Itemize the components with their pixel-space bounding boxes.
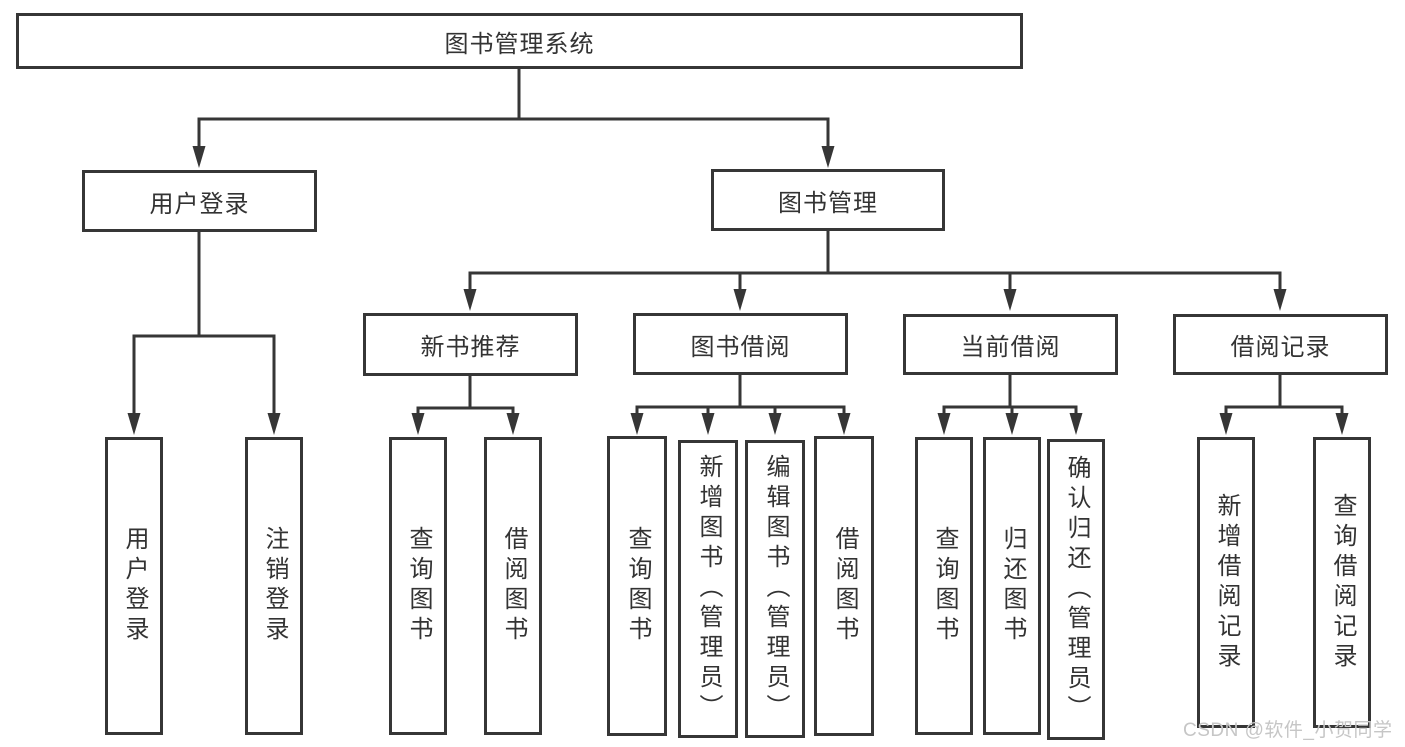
csdn-watermark: CSDN @软件_小贺同学: [1183, 720, 1393, 741]
leaf-br-add-record-label: 新增借阅记录: [1213, 492, 1240, 673]
leaf-nb-query-book-label: 查询图书: [405, 526, 432, 646]
node-current-borrow-label: 当前借阅: [960, 334, 1061, 361]
node-borrow-record-label: 借阅记录: [1230, 334, 1331, 361]
leaf-bb-edit-book: 编辑图书（管理员）: [745, 440, 805, 738]
leaf-bb-borrow-book-label: 借阅图书: [831, 526, 858, 646]
node-new-book-recommend: 新书推荐: [363, 313, 578, 376]
leaf-cb-query-book: 查询图书: [915, 437, 973, 735]
leaf-user-login: 用户登录: [105, 437, 163, 735]
leaf-user-login-label: 用户登录: [121, 526, 148, 646]
leaf-br-add-record: 新增借阅记录: [1197, 437, 1255, 728]
leaf-br-query-record: 查询借阅记录: [1313, 437, 1371, 728]
node-book-management: 图书管理: [711, 169, 945, 231]
node-new-book-recommend-label: 新书推荐: [420, 334, 521, 361]
leaf-nb-query-book: 查询图书: [389, 437, 447, 735]
leaf-bb-query-book: 查询图书: [607, 436, 667, 736]
leaf-logout: 注销登录: [245, 437, 303, 735]
leaf-cb-confirm-return: 确认归还（管理员）: [1047, 439, 1105, 740]
node-book-borrow: 图书借阅: [633, 313, 848, 375]
leaf-nb-borrow-book: 借阅图书: [484, 437, 542, 735]
node-root: 图书管理系统: [16, 13, 1023, 69]
leaf-cb-confirm-return-label: 确认归还（管理员）: [1063, 454, 1090, 725]
leaf-bb-add-book: 新增图书（管理员）: [678, 440, 738, 738]
leaf-bb-borrow-book: 借阅图书: [814, 436, 874, 736]
leaf-cb-return-book-label: 归还图书: [999, 526, 1026, 646]
leaf-br-query-record-label: 查询借阅记录: [1329, 492, 1356, 673]
leaf-logout-label: 注销登录: [261, 526, 288, 646]
leaf-bb-add-book-label: 新增图书（管理员）: [695, 454, 722, 724]
node-book-management-label: 图书管理: [778, 189, 878, 217]
node-user-login-label: 用户登录: [149, 190, 250, 218]
node-book-borrow-label: 图书借阅: [690, 333, 791, 361]
leaf-bb-edit-book-label: 编辑图书（管理员）: [762, 454, 789, 724]
node-borrow-record: 借阅记录: [1173, 314, 1388, 375]
leaf-bb-query-book-label: 查询图书: [624, 526, 651, 646]
leaf-cb-return-book: 归还图书: [983, 437, 1041, 735]
leaf-nb-borrow-book-label: 借阅图书: [500, 526, 527, 646]
arrowheads: [127, 146, 1349, 435]
node-user-login: 用户登录: [82, 170, 317, 232]
leaf-cb-query-book-label: 查询图书: [931, 526, 958, 646]
node-current-borrow: 当前借阅: [903, 314, 1118, 375]
node-root-label: 图书管理系统: [444, 30, 595, 58]
